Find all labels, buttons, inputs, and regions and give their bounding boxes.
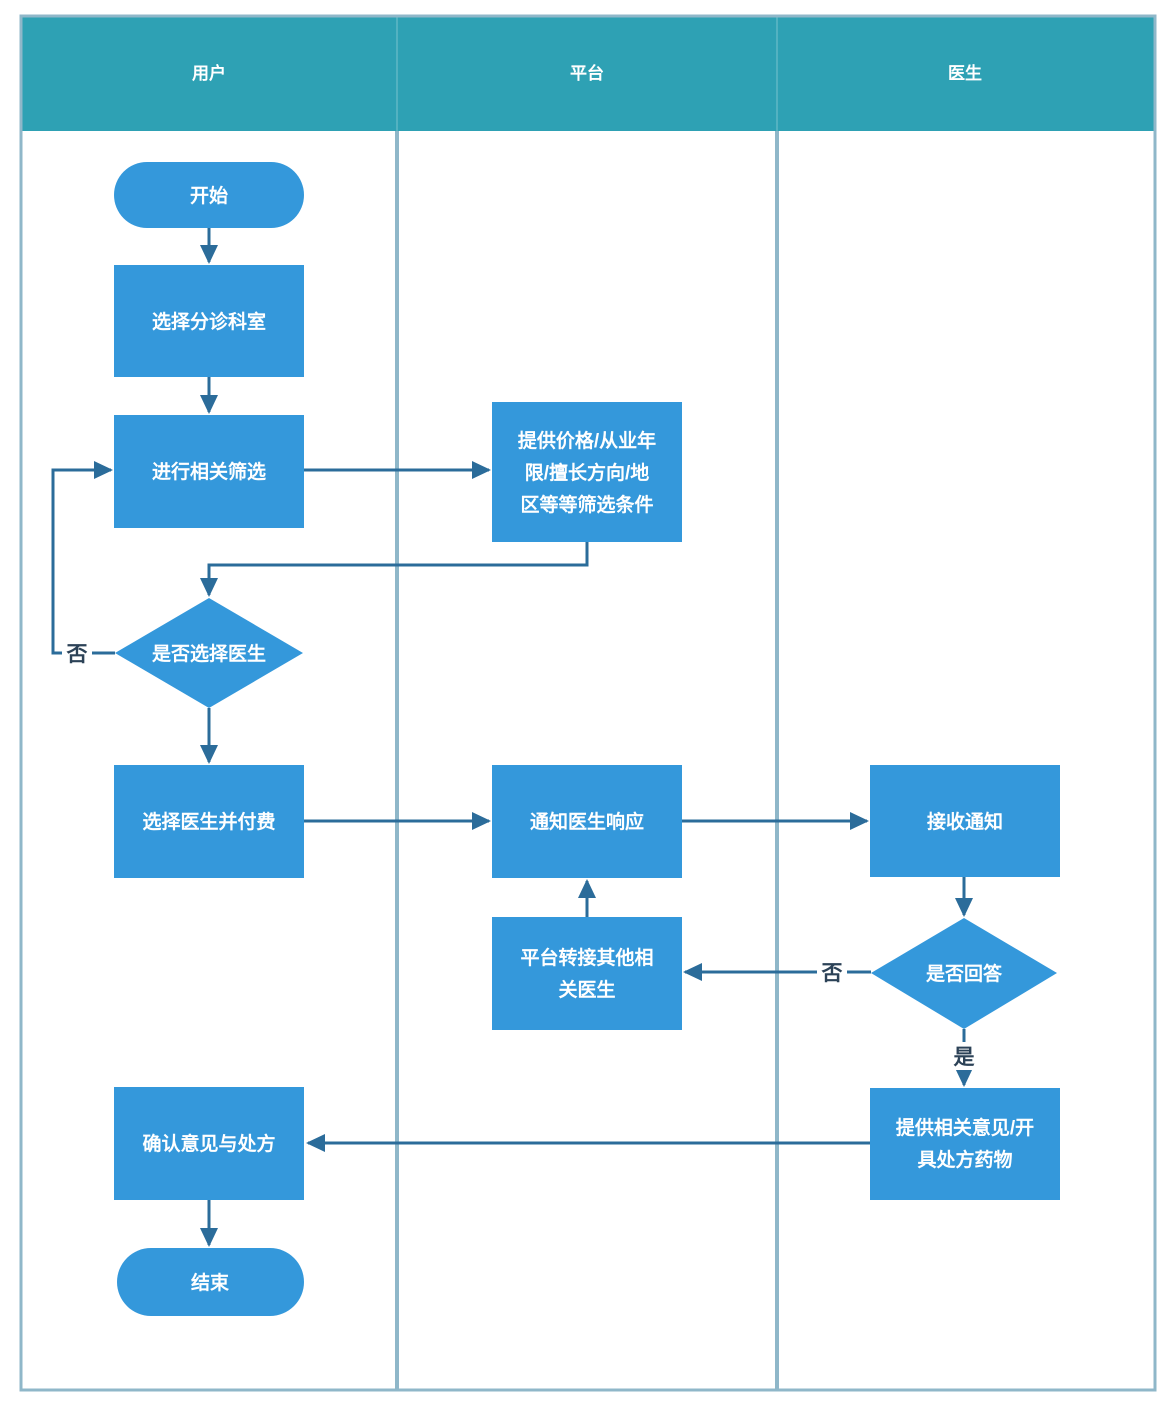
edge-label-yes-text: 是 bbox=[954, 1046, 975, 1069]
node-notify-doctor-label: 通知医生响应 bbox=[530, 810, 644, 833]
node-decision-choose-doctor: 是否选择医生 bbox=[115, 598, 303, 708]
node-end: 结束 bbox=[117, 1248, 304, 1316]
swimlane-outer-border bbox=[19, 14, 1157, 1392]
node-do-filter: 进行相关筛选 bbox=[114, 415, 304, 528]
node-filter-conditions-line3: 区等等筛选条件 bbox=[520, 493, 653, 516]
edge-label-no-text: 否 bbox=[822, 962, 843, 985]
lane-title-doctor: 医生 bbox=[948, 63, 982, 83]
node-provide-opinion-line1: 提供相关意见/开 bbox=[896, 1116, 1034, 1139]
node-end-label: 结束 bbox=[191, 1271, 230, 1294]
edge-label-answer-no: 否 bbox=[817, 958, 847, 986]
node-receive-notice: 接收通知 bbox=[870, 765, 1060, 877]
node-filter-conditions: 提供价格/从业年 限/擅长方向/地 区等等筛选条件 bbox=[492, 402, 682, 542]
edge-label-answer-yes: 是 bbox=[949, 1042, 979, 1070]
node-decision-answer-label: 是否回答 bbox=[926, 962, 1003, 985]
node-select-department: 选择分诊科室 bbox=[114, 265, 304, 377]
node-decision-answer: 是否回答 bbox=[871, 918, 1057, 1029]
node-transfer-other-line1: 平台转接其他相 bbox=[520, 946, 653, 969]
node-transfer-other: 平台转接其他相 关医生 bbox=[492, 917, 682, 1030]
node-choose-pay: 选择医生并付费 bbox=[114, 765, 304, 878]
node-select-department-label: 选择分诊科室 bbox=[152, 310, 266, 333]
node-start: 开始 bbox=[114, 162, 304, 228]
lane-title-user: 用户 bbox=[192, 63, 226, 83]
node-filter-conditions-line1: 提供价格/从业年 bbox=[518, 429, 656, 452]
node-provide-opinion-line2: 具处方药物 bbox=[917, 1148, 1012, 1171]
node-start-label: 开始 bbox=[190, 184, 228, 207]
edge-decision-no-back-to-filter bbox=[51, 461, 115, 655]
node-transfer-other-line2: 关医生 bbox=[558, 978, 615, 1001]
edge-label-no-text: 否 bbox=[67, 643, 88, 666]
lane-title-platform: 平台 bbox=[570, 63, 604, 83]
edge-label-choose-doctor-no: 否 bbox=[62, 639, 92, 667]
swimlane-header-band bbox=[21, 16, 1155, 131]
node-decision-choose-doctor-label: 是否选择医生 bbox=[152, 642, 266, 665]
node-receive-notice-label: 接收通知 bbox=[927, 810, 1003, 833]
node-choose-pay-label: 选择医生并付费 bbox=[142, 810, 275, 833]
node-confirm-prescription-label: 确认意见与处方 bbox=[142, 1132, 275, 1155]
node-confirm-prescription: 确认意见与处方 bbox=[114, 1087, 304, 1200]
edge-conditions-to-decision bbox=[200, 542, 589, 597]
node-do-filter-label: 进行相关筛选 bbox=[152, 460, 266, 483]
node-notify-doctor: 通知医生响应 bbox=[492, 765, 682, 878]
node-filter-conditions-line2: 限/擅长方向/地 bbox=[525, 461, 650, 484]
node-provide-opinion: 提供相关意见/开 具处方药物 bbox=[870, 1088, 1060, 1200]
